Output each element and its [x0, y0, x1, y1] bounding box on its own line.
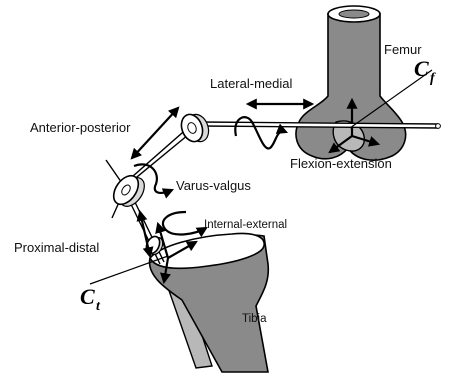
svg-text:t: t	[96, 299, 101, 314]
varus-valgus-label: Varus-valgus	[176, 178, 251, 193]
svg-text:C: C	[414, 56, 429, 81]
anterior-posterior-label: Anterior-posterior	[30, 120, 131, 135]
femoral-coordinate-symbol: C f	[414, 56, 436, 86]
internal-external-label: Internal-external	[204, 219, 287, 231]
proximal-distal-label: Proximal-distal	[14, 240, 99, 255]
internal-external-arrow	[163, 212, 206, 234]
svg-text:C: C	[80, 284, 95, 309]
flexion-extension-label: Flexion-extension	[290, 156, 392, 171]
lateral-medial-label: Lateral-medial	[210, 76, 292, 91]
anterior-posterior-arrow	[132, 108, 178, 158]
middle-joint-disc	[109, 171, 150, 211]
femur-label: Femur	[384, 42, 422, 57]
tibia-label: Tibia	[242, 313, 267, 325]
svg-text:f: f	[430, 71, 436, 86]
tibial-coordinate-symbol: C t	[80, 284, 101, 314]
